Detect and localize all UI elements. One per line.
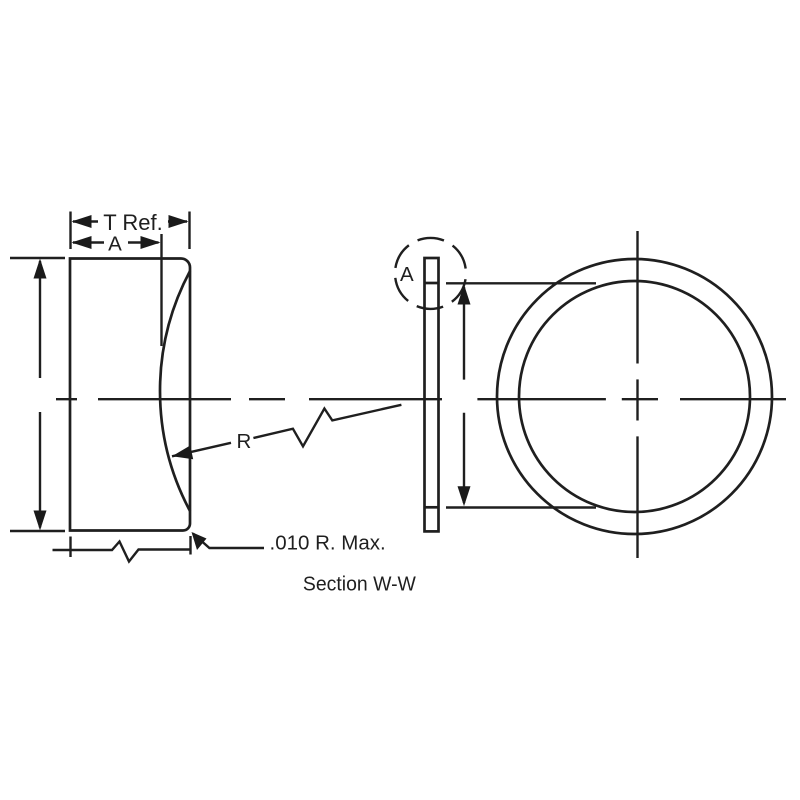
svg-text:A: A bbox=[108, 233, 122, 256]
svg-text:R: R bbox=[237, 430, 252, 453]
svg-text:T Ref.: T Ref. bbox=[103, 210, 163, 235]
svg-text:.010 R. Max.: .010 R. Max. bbox=[270, 532, 386, 555]
svg-text:A: A bbox=[400, 263, 414, 286]
svg-text:Section W-W: Section W-W bbox=[303, 573, 417, 596]
